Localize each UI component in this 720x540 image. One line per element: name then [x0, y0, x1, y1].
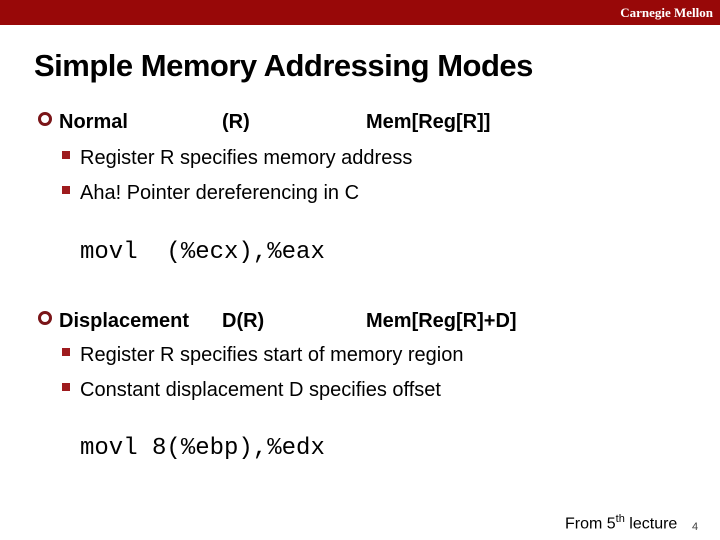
page-number: 4 — [692, 521, 699, 533]
slide-title: Simple Memory Addressing Modes — [34, 48, 533, 83]
bullet-row-normal: Normal (R) Mem[Reg[R]] — [38, 111, 698, 135]
sub-bullet: Register R specifies start of memory reg… — [62, 344, 682, 367]
sub-bullet-text: Aha! Pointer dereferencing in C — [80, 182, 360, 204]
assembly-code-example: movl (%ecx),%eax — [80, 239, 325, 266]
circle-bullet-icon — [38, 112, 52, 126]
sub-bullet: Register R specifies memory address — [62, 147, 682, 170]
sub-bullet: Constant displacement D specifies offset — [62, 379, 682, 402]
footer-source-note: From 5th lecture — [565, 513, 677, 533]
footer-note-superscript: th — [615, 513, 625, 525]
sub-bullet-text: Constant displacement D specifies offset — [80, 379, 441, 401]
circle-bullet-icon — [38, 311, 52, 325]
square-bullet-icon — [62, 186, 70, 194]
footer-note-suffix: lecture — [624, 515, 678, 533]
sub-bullet-text: Register R specifies start of memory reg… — [80, 344, 464, 366]
square-bullet-icon — [62, 383, 70, 391]
brand-logo-text: Carnegie Mellon — [620, 4, 713, 20]
sub-bullet: Aha! Pointer dereferencing in C — [62, 182, 682, 205]
mode-name: Normal — [59, 111, 128, 133]
mode-syntax: (R) — [222, 111, 250, 133]
footer-note-prefix: From 5 — [565, 515, 616, 533]
assembly-code-example: movl 8(%ebp),%edx — [80, 435, 325, 462]
mode-name: Displacement — [59, 310, 190, 332]
square-bullet-icon — [62, 151, 70, 159]
square-bullet-icon — [62, 348, 70, 356]
top-banner: Carnegie Mellon — [0, 0, 720, 25]
mode-syntax: D(R) — [222, 310, 265, 332]
mode-semantics: Mem[Reg[R]+D] — [366, 310, 517, 332]
sub-bullet-text: Register R specifies memory address — [80, 147, 413, 169]
mode-semantics: Mem[Reg[R]] — [366, 111, 491, 133]
bullet-row-displacement: Displacement D(R) Mem[Reg[R]+D] — [38, 310, 698, 334]
